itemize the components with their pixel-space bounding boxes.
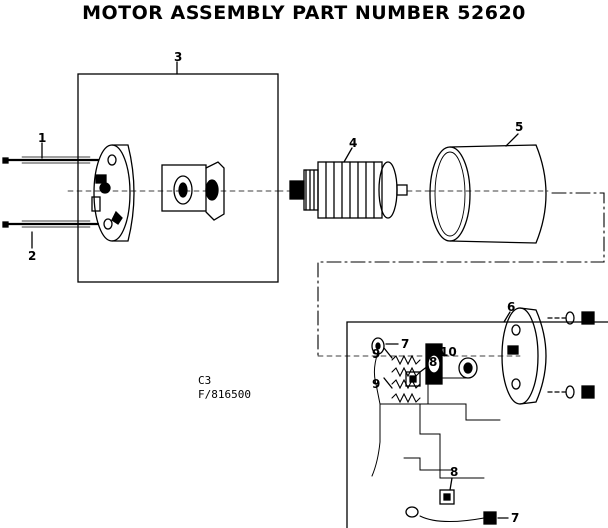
leader-6 <box>503 311 511 323</box>
long-bolt-1 <box>2 156 100 164</box>
end-plate <box>91 144 135 242</box>
callout-7-bottom: 7 <box>511 511 519 525</box>
housing-5 <box>429 144 549 244</box>
callout-7-top: 7 <box>401 337 409 351</box>
group-box-6 <box>346 321 608 528</box>
leader-9-upper <box>383 347 393 359</box>
hardware-bottom <box>547 385 595 399</box>
leader-8-bottom <box>449 477 453 491</box>
terminal-7-bottom <box>405 506 497 525</box>
terminal-7-top <box>371 337 385 355</box>
callout-1: 1 <box>38 131 46 145</box>
routing-line <box>317 192 605 357</box>
wiring <box>371 351 501 479</box>
spring-9-lower <box>391 378 421 404</box>
page-title: MOTOR ASSEMBLY PART NUMBER 52620 <box>82 2 526 24</box>
callout-10: 10 <box>440 345 457 359</box>
bearing-and-plate <box>161 161 225 221</box>
group-box-3 <box>77 73 279 283</box>
callout-9-upper: 9 <box>372 347 380 361</box>
callout-8-top: 8 <box>429 355 437 369</box>
hardware-top <box>547 311 595 325</box>
catalog-code-line-2: F/816500 <box>198 388 251 401</box>
end-bell <box>501 307 547 405</box>
leader-9-lower <box>383 377 393 389</box>
callout-5: 5 <box>515 120 523 134</box>
callout-4: 4 <box>349 136 357 150</box>
spring-9-upper <box>391 354 421 378</box>
brush-holder-8-bottom <box>439 489 455 505</box>
brush-rig-10 <box>425 343 478 385</box>
leader-10 <box>439 345 445 357</box>
callout-8-bottom: 8 <box>450 465 458 479</box>
callout-2: 2 <box>28 249 36 263</box>
callout-6: 6 <box>507 300 515 314</box>
leader-4 <box>343 147 353 163</box>
long-bolt-2 <box>2 220 100 228</box>
armature-4 <box>277 161 431 219</box>
leader-5 <box>505 133 519 147</box>
callout-3: 3 <box>174 50 182 64</box>
callout-9-lower: 9 <box>372 377 380 391</box>
catalog-code-line-1: C3 <box>198 374 211 387</box>
